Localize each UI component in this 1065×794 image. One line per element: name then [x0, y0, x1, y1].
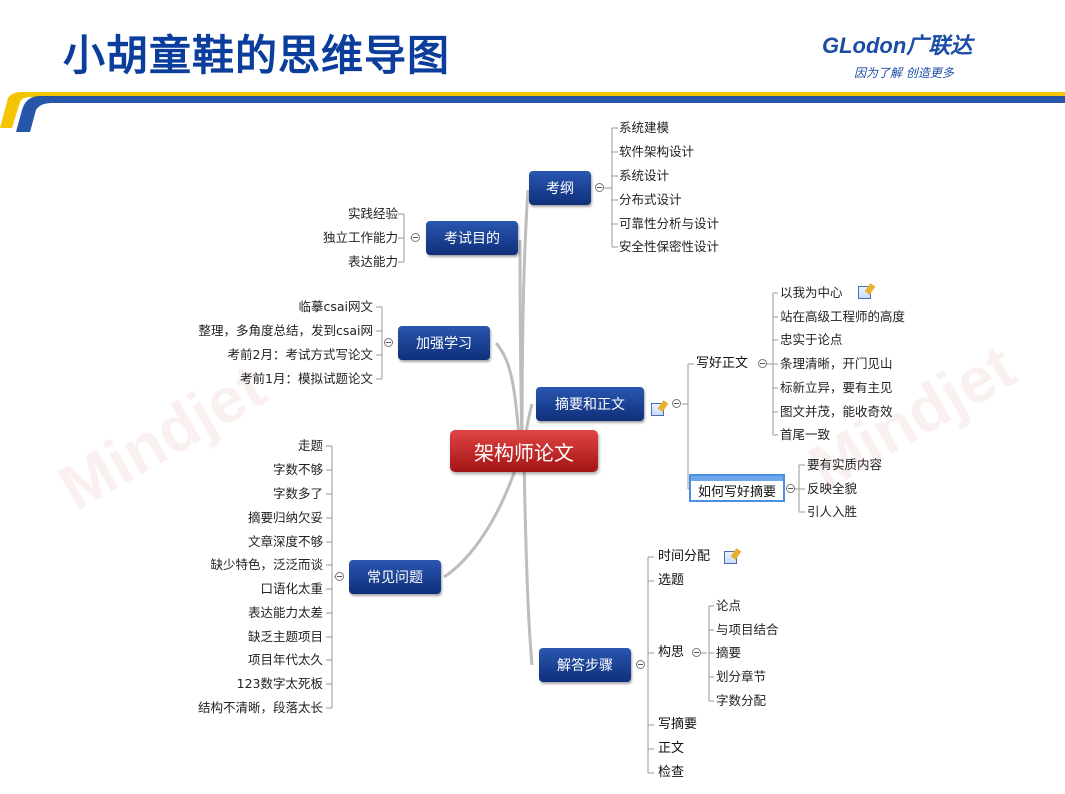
subtopic-xiehao[interactable]: 写好正文: [696, 356, 749, 371]
list-item[interactable]: 实践经验: [347, 206, 398, 221]
list-item[interactable]: 字数多了: [272, 486, 323, 501]
list-item[interactable]: 系统设计: [619, 168, 670, 183]
list-item[interactable]: 缺少特色，泛泛而谈: [210, 557, 323, 572]
collapse-toggle-changjian[interactable]: [335, 572, 344, 581]
list-item[interactable]: 走题: [297, 438, 323, 453]
list-item[interactable]: 软件架构设计: [619, 144, 695, 159]
list-item[interactable]: 反映全貌: [807, 481, 858, 496]
collapse-toggle-zhaiyao[interactable]: [672, 399, 681, 408]
list-item[interactable]: 条理清晰，开门见山: [780, 356, 893, 371]
list-item[interactable]: 要有实质内容: [807, 457, 883, 472]
topic-jiaqiang[interactable]: 加强学习: [398, 326, 490, 360]
logo-text: GLodon广联达: [822, 33, 973, 58]
list-item[interactable]: 划分章节: [716, 669, 767, 684]
list-item[interactable]: 表达能力太差: [247, 605, 323, 620]
list-item[interactable]: 项目年代太久: [247, 652, 323, 667]
jieda-xiezhaiyao[interactable]: 写摘要: [658, 717, 698, 732]
collapse-toggle-xiehao[interactable]: [758, 359, 767, 368]
topic-zhaiyao[interactable]: 摘要和正文: [536, 387, 644, 421]
topic-kaogang[interactable]: 考纲: [529, 171, 591, 205]
topic-changjian[interactable]: 常见问题: [349, 560, 441, 594]
glodon-logo: GLodon广联达 因为了解 创造更多: [822, 28, 1022, 81]
list-item[interactable]: 字数不够: [272, 462, 323, 477]
list-item[interactable]: 与项目结合: [716, 622, 779, 637]
collapse-toggle-kaogang[interactable]: [595, 183, 604, 192]
list-item[interactable]: 论点: [716, 598, 742, 613]
central-topic[interactable]: 架构师论文: [450, 430, 598, 472]
list-item[interactable]: 系统建模: [619, 120, 670, 135]
list-item[interactable]: 分布式设计: [619, 192, 682, 207]
logo-slogan: 因为了解 创造更多: [854, 66, 954, 80]
list-item[interactable]: 表达能力: [347, 254, 398, 269]
subtopic-ruhe-label: 如何写好摘要: [697, 484, 776, 500]
list-item[interactable]: 整理，多角度总结，发到csai网: [198, 323, 373, 338]
subtopic-ruhe-selected[interactable]: 如何写好摘要: [689, 474, 785, 502]
list-item[interactable]: 缺乏主题项目: [247, 629, 323, 644]
collapse-toggle-ruhe[interactable]: [786, 484, 795, 493]
list-item[interactable]: 文章深度不够: [247, 534, 323, 549]
list-item[interactable]: 临摹csai网文: [298, 299, 373, 314]
list-item[interactable]: 字数分配: [716, 693, 767, 708]
jieda-zhengwen[interactable]: 正文: [658, 741, 685, 756]
list-item[interactable]: 123数字太死板: [236, 676, 323, 691]
list-item[interactable]: 考前1月：模拟试题论文: [240, 371, 373, 386]
jieda-time[interactable]: 时间分配: [658, 549, 711, 564]
topic-jieda[interactable]: 解答步骤: [539, 648, 631, 682]
selection-header: [691, 476, 783, 481]
note-icon[interactable]: [858, 286, 871, 299]
list-item[interactable]: 忠实于论点: [780, 332, 843, 347]
list-item[interactable]: 图文并茂，能收奇效: [780, 404, 893, 419]
list-item[interactable]: 口语化太重: [260, 581, 323, 596]
collapse-toggle-gousi[interactable]: [692, 648, 701, 657]
list-item[interactable]: 首尾一致: [780, 427, 831, 442]
note-icon[interactable]: [651, 403, 664, 416]
page-title: 小胡童鞋的思维导图: [63, 31, 451, 80]
topic-kaoshimudi[interactable]: 考试目的: [426, 221, 518, 255]
note-icon[interactable]: [724, 551, 737, 564]
collapse-toggle-kaoshimudi[interactable]: [411, 233, 420, 242]
list-item[interactable]: 安全性保密性设计: [619, 239, 720, 254]
list-item[interactable]: 可靠性分析与设计: [619, 216, 720, 231]
list-item[interactable]: 摘要: [716, 645, 742, 660]
header-banner: [0, 92, 1065, 132]
list-item[interactable]: 标新立异，要有主见: [780, 380, 893, 395]
list-item[interactable]: 考前2月：考试方式写论文: [227, 347, 373, 362]
collapse-toggle-jiaqiang[interactable]: [384, 338, 393, 347]
jieda-jiancha[interactable]: 检查: [658, 765, 685, 780]
list-item[interactable]: 以我为中心: [780, 285, 843, 300]
list-item[interactable]: 引人入胜: [807, 504, 858, 519]
list-item[interactable]: 摘要归纳欠妥: [247, 510, 323, 525]
collapse-toggle-jieda[interactable]: [636, 660, 645, 669]
list-item[interactable]: 结构不清晰，段落太长: [197, 700, 323, 715]
list-item[interactable]: 站在高级工程师的高度: [780, 309, 906, 324]
jieda-xuanti[interactable]: 选题: [658, 573, 685, 588]
list-item[interactable]: 独立工作能力: [322, 230, 398, 245]
jieda-gousi[interactable]: 构思: [658, 645, 685, 660]
